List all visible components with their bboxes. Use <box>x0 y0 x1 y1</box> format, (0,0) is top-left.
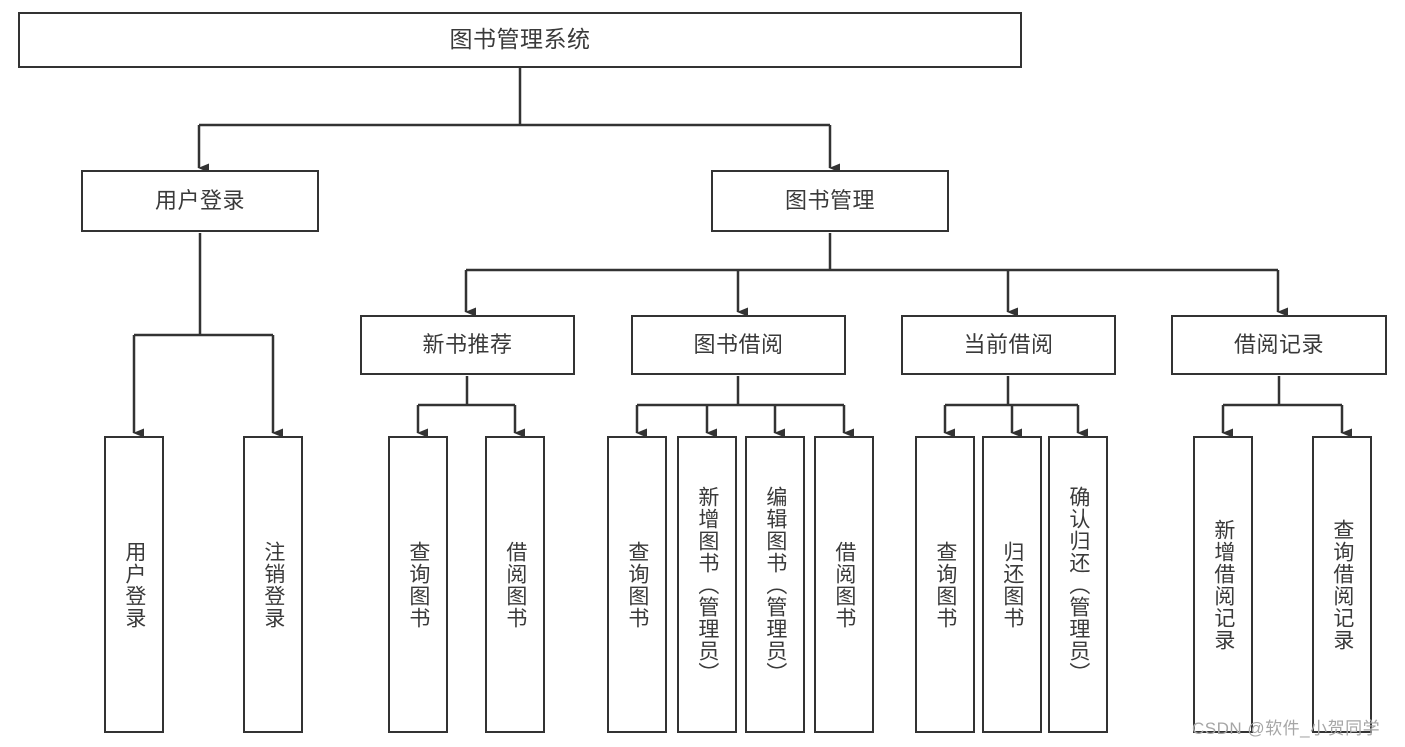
node-label: 新增借阅记录 <box>1211 518 1235 651</box>
node-root-system[interactable]: 图书管理系统 <box>18 12 1022 68</box>
node-label: 新书推荐 <box>422 331 513 357</box>
node-label: 借阅记录 <box>1233 331 1324 357</box>
leaf-add-borrow-record[interactable]: 新增借阅记录 <box>1193 436 1253 733</box>
node-label: 确认归还（管理员） <box>1066 485 1090 684</box>
leaf-confirm-return-admin[interactable]: 确认归还（管理员） <box>1048 436 1108 733</box>
leaf-query-book-current[interactable]: 查询图书 <box>915 436 975 733</box>
leaf-user-login[interactable]: 用户登录 <box>104 436 164 733</box>
leaf-borrow-book-recommend[interactable]: 借阅图书 <box>485 436 545 733</box>
node-book-management[interactable]: 图书管理 <box>711 170 949 232</box>
node-label: 归还图书 <box>1000 540 1024 629</box>
node-current-borrow[interactable]: 当前借阅 <box>901 315 1116 375</box>
node-label: 查询图书 <box>933 540 957 629</box>
leaf-return-book[interactable]: 归还图书 <box>982 436 1042 733</box>
node-label: 新增图书（管理员） <box>695 485 719 684</box>
node-label: 查询图书 <box>406 540 430 629</box>
node-label: 注销登录 <box>261 540 285 629</box>
leaf-borrow-book[interactable]: 借阅图书 <box>814 436 874 733</box>
leaf-add-book-admin[interactable]: 新增图书（管理员） <box>677 436 737 733</box>
leaf-edit-book-admin[interactable]: 编辑图书（管理员） <box>745 436 805 733</box>
leaf-logout[interactable]: 注销登录 <box>243 436 303 733</box>
node-label: 用户登录 <box>122 540 146 629</box>
leaf-query-borrow-record[interactable]: 查询借阅记录 <box>1312 436 1372 733</box>
node-label: 图书管理 <box>784 187 875 213</box>
node-label: 当前借阅 <box>963 331 1054 357</box>
node-label: 图书借阅 <box>693 331 784 357</box>
node-book-borrow[interactable]: 图书借阅 <box>631 315 846 375</box>
node-label: 查询图书 <box>625 540 649 629</box>
node-borrow-record[interactable]: 借阅记录 <box>1171 315 1387 375</box>
leaf-query-book-recommend[interactable]: 查询图书 <box>388 436 448 733</box>
node-label: 编辑图书（管理员） <box>763 485 787 684</box>
node-label: 图书管理系统 <box>449 26 591 53</box>
node-label: 借阅图书 <box>832 540 856 629</box>
node-label: 查询借阅记录 <box>1330 518 1354 651</box>
node-label: 用户登录 <box>154 187 245 213</box>
node-label: 借阅图书 <box>503 540 527 629</box>
node-new-book-recommend[interactable]: 新书推荐 <box>360 315 575 375</box>
leaf-query-book-borrow[interactable]: 查询图书 <box>607 436 667 733</box>
node-user-login[interactable]: 用户登录 <box>81 170 319 232</box>
